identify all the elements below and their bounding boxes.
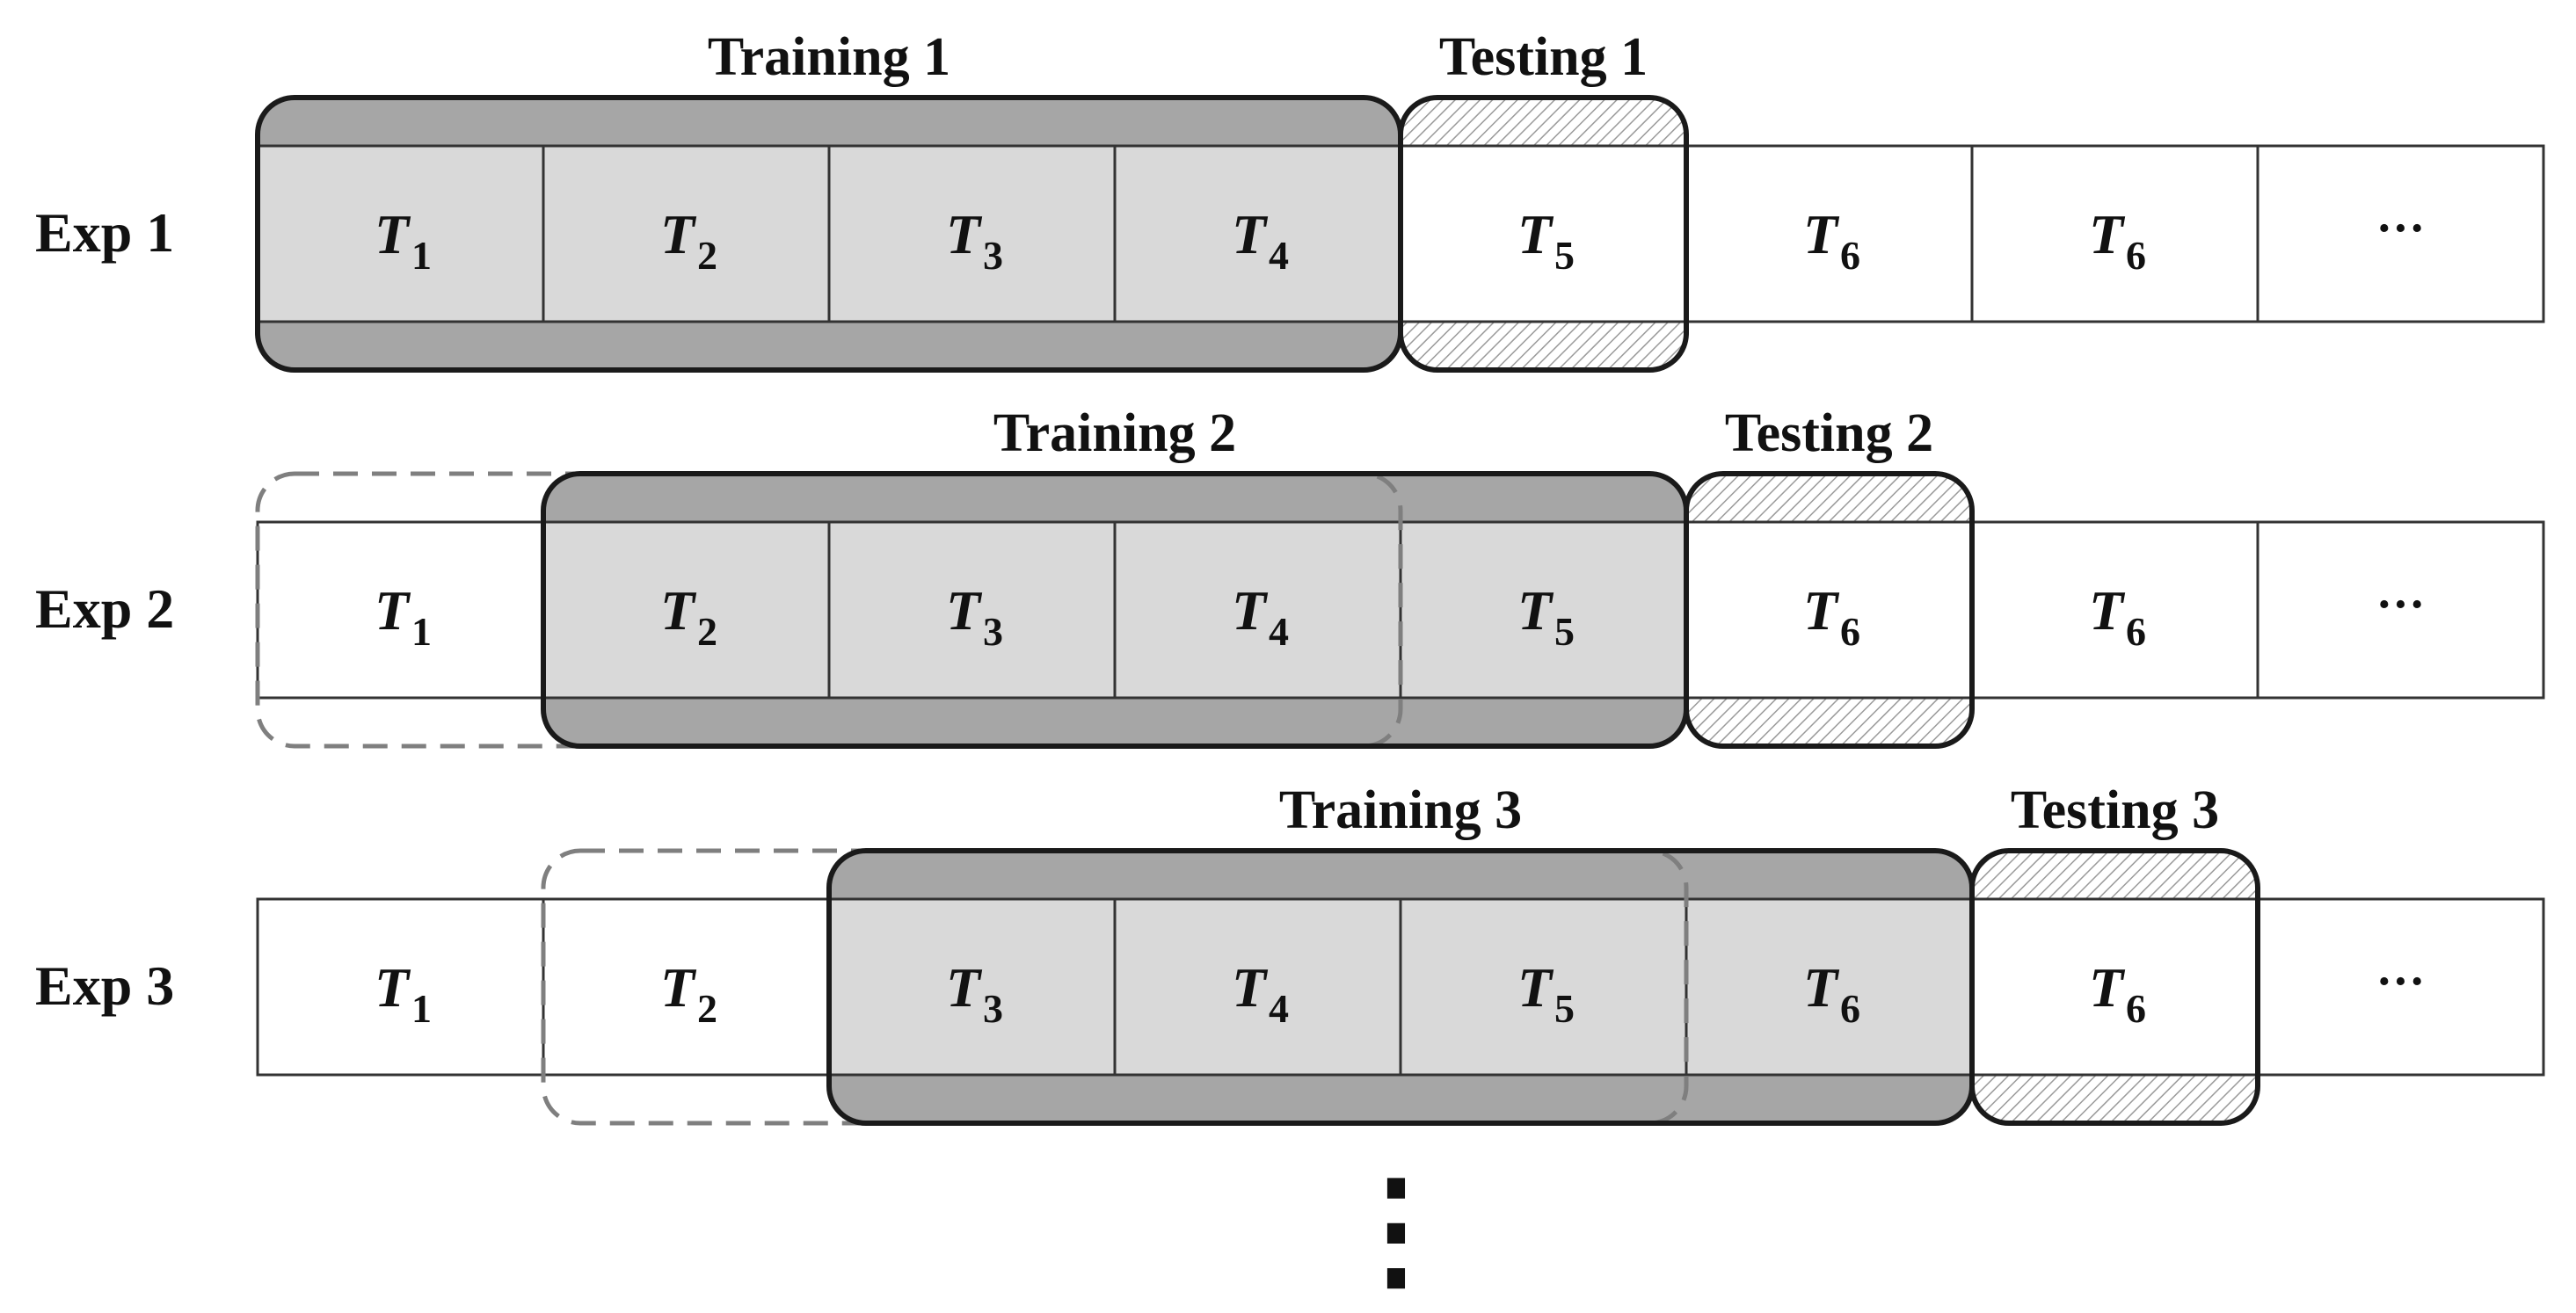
testing-window-outline [1398, 95, 1689, 373]
cell-label-subscript: 4 [1269, 609, 1289, 654]
time-cell [2256, 520, 2545, 700]
time-cell [256, 520, 545, 700]
cell-label-subscript: 3 [983, 609, 1003, 654]
training-label: Training 2 [993, 403, 1236, 463]
cell-label-subscript: 2 [697, 609, 717, 654]
cell-label-subscript: 2 [697, 233, 717, 278]
time-cell [1970, 897, 2259, 1077]
time-cell [1685, 897, 1974, 1077]
testing-label: Testing 2 [1725, 403, 1933, 463]
cell-label-base: T [2089, 579, 2126, 642]
time-cell [1113, 520, 1402, 700]
time-cell [542, 897, 831, 1077]
cell-label-base: T [1517, 579, 1554, 642]
time-cell [1399, 520, 1688, 700]
time-cell [827, 144, 1117, 323]
experiment-label: Exp 2 [35, 577, 174, 640]
cell-label-base: T [1803, 956, 1840, 1019]
cell-label-subscript: 2 [697, 986, 717, 1031]
cell-label-base: T [1232, 956, 1269, 1019]
ellipsis-label: ··· [2376, 201, 2425, 256]
cell-label-base: T [1803, 203, 1840, 265]
cell-label-base: T [660, 956, 697, 1019]
cell-label-subscript: 6 [1840, 609, 1860, 654]
cell-label-subscript: 4 [1269, 233, 1289, 278]
cell-label-base: T [375, 203, 411, 265]
continuation-dots: ⋮ [1330, 1157, 1462, 1303]
cell-label-subscript: 1 [411, 609, 432, 654]
cell-label-base: T [1232, 579, 1269, 642]
time-cell [542, 520, 831, 700]
cell-label-base: T [375, 579, 411, 642]
experiment-label: Exp 3 [35, 954, 174, 1017]
training-label: Training 1 [708, 27, 950, 87]
cell-label-base: T [1517, 203, 1554, 265]
cell-label-subscript: 3 [983, 986, 1003, 1031]
experiment-label: Exp 1 [35, 201, 174, 264]
cell-label-base: T [2089, 956, 2126, 1019]
cell-label-subscript: 6 [2126, 986, 2146, 1031]
testing-label: Testing 1 [1439, 27, 1648, 87]
time-cell [827, 897, 1117, 1077]
cell-label-subscript: 6 [2126, 233, 2146, 278]
ellipsis-label: ··· [2376, 954, 2425, 1009]
testing-window-outline [1969, 848, 2260, 1126]
testing-window-outline [1684, 471, 1975, 749]
cell-label-subscript: 6 [2126, 609, 2146, 654]
cell-label-subscript: 5 [1554, 609, 1575, 654]
cell-label-base: T [660, 203, 697, 265]
cell-label-subscript: 5 [1554, 233, 1575, 278]
cell-label-base: T [1803, 579, 1840, 642]
cell-label-subscript: 6 [1840, 986, 1860, 1031]
time-cell [256, 144, 545, 323]
cell-label-subscript: 5 [1554, 986, 1575, 1031]
cell-label-subscript: 1 [411, 233, 432, 278]
testing-label: Testing 3 [2011, 780, 2219, 840]
cell-label-base: T [946, 203, 983, 265]
cell-label-subscript: 6 [1840, 233, 1860, 278]
cell-label-base: T [375, 956, 411, 1019]
cell-label-subscript: 1 [411, 986, 432, 1031]
cell-label-base: T [1517, 956, 1554, 1019]
ellipsis-label: ··· [2376, 577, 2425, 632]
cell-label-base: T [1232, 203, 1269, 265]
cell-label-base: T [2089, 203, 2126, 265]
cell-label-base: T [660, 579, 697, 642]
timeline-outline [256, 897, 2545, 1077]
training-label: Training 3 [1279, 780, 1522, 840]
cell-label-subscript: 3 [983, 233, 1003, 278]
cell-label-base: T [946, 956, 983, 1019]
cell-label-subscript: 4 [1269, 986, 1289, 1031]
time-cell [827, 520, 1117, 700]
cell-label-base: T [946, 579, 983, 642]
